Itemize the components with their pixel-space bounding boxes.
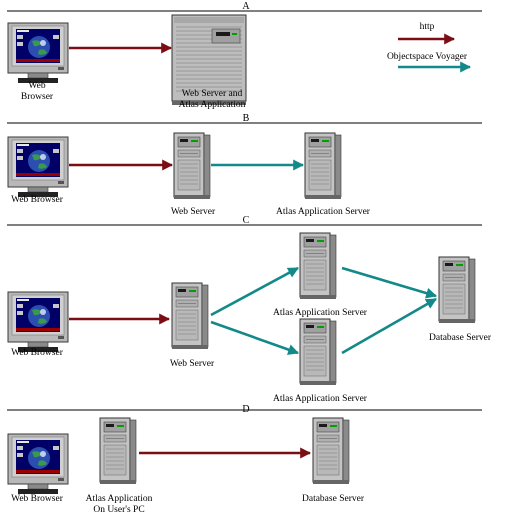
section-d-browser-label: Web Browser bbox=[11, 494, 64, 504]
voyager-arrow bbox=[341, 266, 438, 299]
web-server-icon bbox=[173, 132, 211, 200]
section-a-server-label-line1: Web Server and bbox=[182, 89, 243, 99]
voyager-arrow bbox=[210, 320, 300, 355]
section-c-database-server-label: Database Server bbox=[429, 333, 492, 343]
atlas-application-server-icon bbox=[299, 318, 337, 386]
section-a-browser-label-line1: Web bbox=[28, 81, 45, 91]
section-d-letter: D bbox=[242, 404, 249, 415]
database-server-icon bbox=[438, 256, 476, 324]
voyager-arrow bbox=[210, 266, 299, 317]
atlas-application-server-icon bbox=[299, 232, 337, 300]
section-d-atlas-label-line2: On User's PC bbox=[93, 505, 144, 515]
atlas-application-pc-icon bbox=[99, 417, 137, 485]
legend: http Objectspace Voyager bbox=[387, 22, 472, 73]
section-b-browser-label: Web Browser bbox=[11, 195, 64, 205]
section-c-browser-label: Web Browser bbox=[11, 348, 64, 358]
web-browser-monitor-icon bbox=[7, 291, 69, 353]
section-d: D Web Browser Atlas Application On User'… bbox=[7, 404, 482, 515]
section-c-atlas-server-top-label: Atlas Application Server bbox=[273, 308, 368, 318]
section-c-web-server-label: Web Server bbox=[170, 359, 215, 369]
section-c: C Web Browser Web Server Atlas Applicati… bbox=[7, 215, 492, 404]
section-c-letter: C bbox=[243, 215, 250, 226]
web-browser-monitor-icon bbox=[7, 22, 69, 84]
legend-voyager-label: Objectspace Voyager bbox=[387, 52, 468, 62]
section-d-database-server-label: Database Server bbox=[302, 494, 365, 504]
web-browser-monitor-icon bbox=[7, 433, 69, 495]
voyager-arrow bbox=[341, 297, 437, 355]
section-b-atlas-server-label: Atlas Application Server bbox=[276, 207, 371, 217]
section-b: B Web Browser Web Server Atlas Applicati… bbox=[7, 113, 482, 217]
web-server-icon bbox=[171, 282, 209, 350]
section-b-letter: B bbox=[243, 113, 250, 124]
section-a-browser-label-line2: Browser bbox=[21, 92, 54, 102]
database-server-icon bbox=[312, 417, 350, 485]
legend-http-label: http bbox=[420, 22, 435, 32]
atlas-application-server-icon bbox=[304, 132, 342, 200]
section-d-atlas-label-line1: Atlas Application bbox=[86, 494, 153, 504]
section-a-server-label-line2: Atlas Application bbox=[179, 100, 246, 110]
section-b-web-server-label: Web Server bbox=[171, 207, 216, 217]
section-a: A Web Browser Web Server and Atlas Appli… bbox=[7, 1, 482, 110]
section-c-atlas-server-bottom-label: Atlas Application Server bbox=[273, 394, 368, 404]
web-browser-monitor-icon bbox=[7, 136, 69, 198]
section-a-letter: A bbox=[242, 1, 250, 12]
